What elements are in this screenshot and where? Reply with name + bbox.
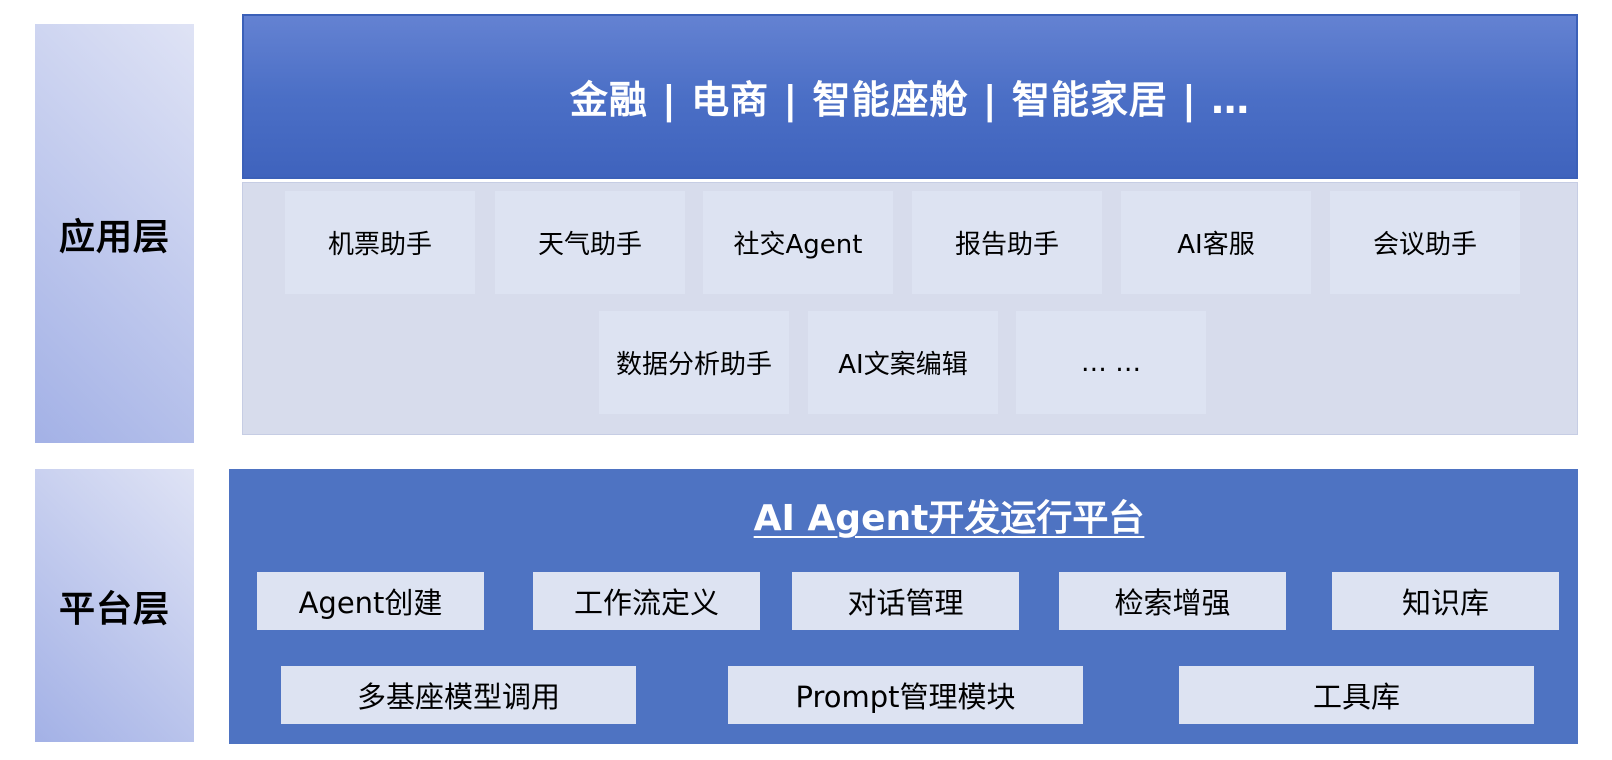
app-module-report-assistant: 报告助手 bbox=[912, 191, 1102, 294]
platform-module-agent-creation: Agent创建 bbox=[257, 572, 484, 630]
platform-module-multi-model-invocation: 多基座模型调用 bbox=[281, 666, 636, 724]
platform-layer-label: 平台层 bbox=[35, 469, 194, 742]
app-module-data-analysis-assistant: 数据分析助手 bbox=[599, 311, 789, 414]
app-module-weather-assistant: 天气助手 bbox=[495, 191, 685, 294]
platform-module-tool-library: 工具库 bbox=[1179, 666, 1534, 724]
platform-module-workflow-definition: 工作流定义 bbox=[533, 572, 760, 630]
app-module-meeting-assistant: 会议助手 bbox=[1330, 191, 1520, 294]
platform-module-prompt-management: Prompt管理模块 bbox=[728, 666, 1083, 724]
app-module-ai-customer-service: AI客服 bbox=[1121, 191, 1311, 294]
app-module-flight-assistant: 机票助手 bbox=[285, 191, 475, 294]
app-module-more: … … bbox=[1016, 311, 1206, 414]
application-layer-label: 应用层 bbox=[35, 24, 194, 443]
platform-title: AI Agent开发运行平台 bbox=[753, 498, 1145, 539]
platform-module-retrieval-augmentation: 检索增强 bbox=[1059, 572, 1286, 630]
platform-module-knowledge-base: 知识库 bbox=[1332, 572, 1559, 630]
industry-banner: 金融 | 电商 | 智能座舱 | 智能家居 | … bbox=[242, 14, 1578, 179]
platform-area: AI Agent开发运行平台 Agent创建 工作流定义 对话管理 检索增强 知… bbox=[229, 469, 1578, 744]
app-module-social-agent: 社交Agent bbox=[703, 191, 893, 294]
platform-module-dialog-management: 对话管理 bbox=[792, 572, 1019, 630]
app-module-ai-copy-editor: AI文案编辑 bbox=[808, 311, 998, 414]
application-modules-area: 机票助手 天气助手 社交Agent 报告助手 AI客服 会议助手 数据分析助手 … bbox=[242, 182, 1578, 435]
